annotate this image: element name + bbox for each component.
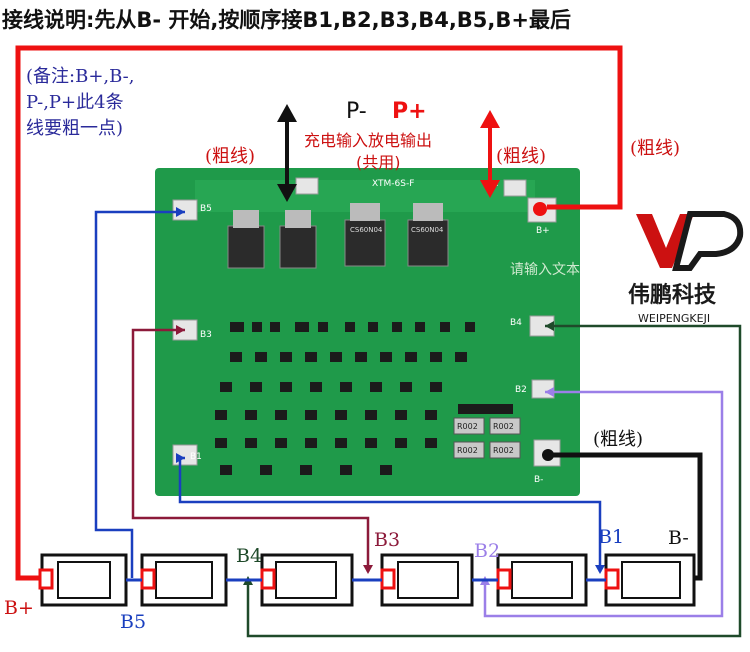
- label-shared: (共用): [356, 153, 401, 172]
- board-label-b5: B5: [200, 204, 212, 214]
- wire-bplus: [15, 45, 623, 581]
- note-block: (备注:B+,B-, P-,P+此4条 线要粗一点): [26, 64, 134, 142]
- shunt-label-4: R002: [493, 446, 514, 455]
- shunt-label-2: R002: [493, 422, 514, 431]
- shunt-label-1: R002: [457, 422, 478, 431]
- label-p-plus: P+: [392, 99, 427, 124]
- p-plus-arrow: [480, 110, 500, 198]
- thick-label-left: (粗线): [205, 146, 255, 167]
- label-p-minus: P-: [346, 99, 367, 124]
- label-b4: B4: [236, 545, 262, 567]
- pad-p-plus: [503, 179, 527, 197]
- page-title: 接线说明:先从B- 开始,按顺序接B1,B2,B3,B4,B5,B+最后: [2, 8, 571, 32]
- logo-name-cn: 伟鹏科技: [628, 282, 717, 308]
- shunt-label-3: R002: [457, 446, 478, 455]
- board-label-b1: B1: [190, 452, 202, 462]
- board-label-b4: B4: [510, 318, 522, 328]
- note-line-3: 线要粗一点): [26, 118, 124, 139]
- board-model: XTM-6S-F: [372, 179, 414, 189]
- board-label-bminus: B-: [534, 475, 543, 485]
- thick-label-bminus: (粗线): [593, 429, 643, 450]
- wire-b3: [131, 328, 370, 572]
- label-bplus: B+: [4, 597, 34, 619]
- mosfet-label-1: CS60N04: [350, 226, 383, 234]
- wire-b2: [483, 390, 724, 618]
- label-b3: B3: [374, 529, 400, 551]
- label-charge: 充电输入放电输出: [304, 131, 432, 150]
- mosfet-label-2: CS60N04: [411, 226, 444, 234]
- wire-b5: [94, 210, 185, 578]
- board-watermark: 请输入文本: [510, 262, 580, 278]
- logo-name-en: WEIPENGKEJI: [638, 312, 710, 325]
- label-bminus: B-: [668, 527, 689, 549]
- logo-v-shape: [636, 214, 694, 268]
- board-label-b3: B3: [200, 330, 212, 340]
- p-minus-arrow: [277, 104, 297, 202]
- logo: [636, 211, 744, 271]
- board-label-bplus: B+: [536, 226, 550, 236]
- board-label-b2: B2: [515, 385, 527, 395]
- thick-label-mid: (粗线): [496, 146, 546, 167]
- thick-label-right: (粗线): [630, 138, 680, 159]
- wire-b4: [246, 324, 742, 638]
- label-b1: B1: [598, 526, 624, 548]
- label-b2: B2: [474, 540, 500, 562]
- bplus-dot: [533, 202, 547, 216]
- note-line-2: P-,P+此4条: [26, 92, 124, 113]
- pad-p-minus: [295, 177, 319, 195]
- label-b5: B5: [120, 611, 146, 633]
- note-line-1: (备注:B+,B-,: [26, 66, 135, 87]
- board-components: [195, 180, 535, 475]
- logo-p-shape: [672, 211, 744, 271]
